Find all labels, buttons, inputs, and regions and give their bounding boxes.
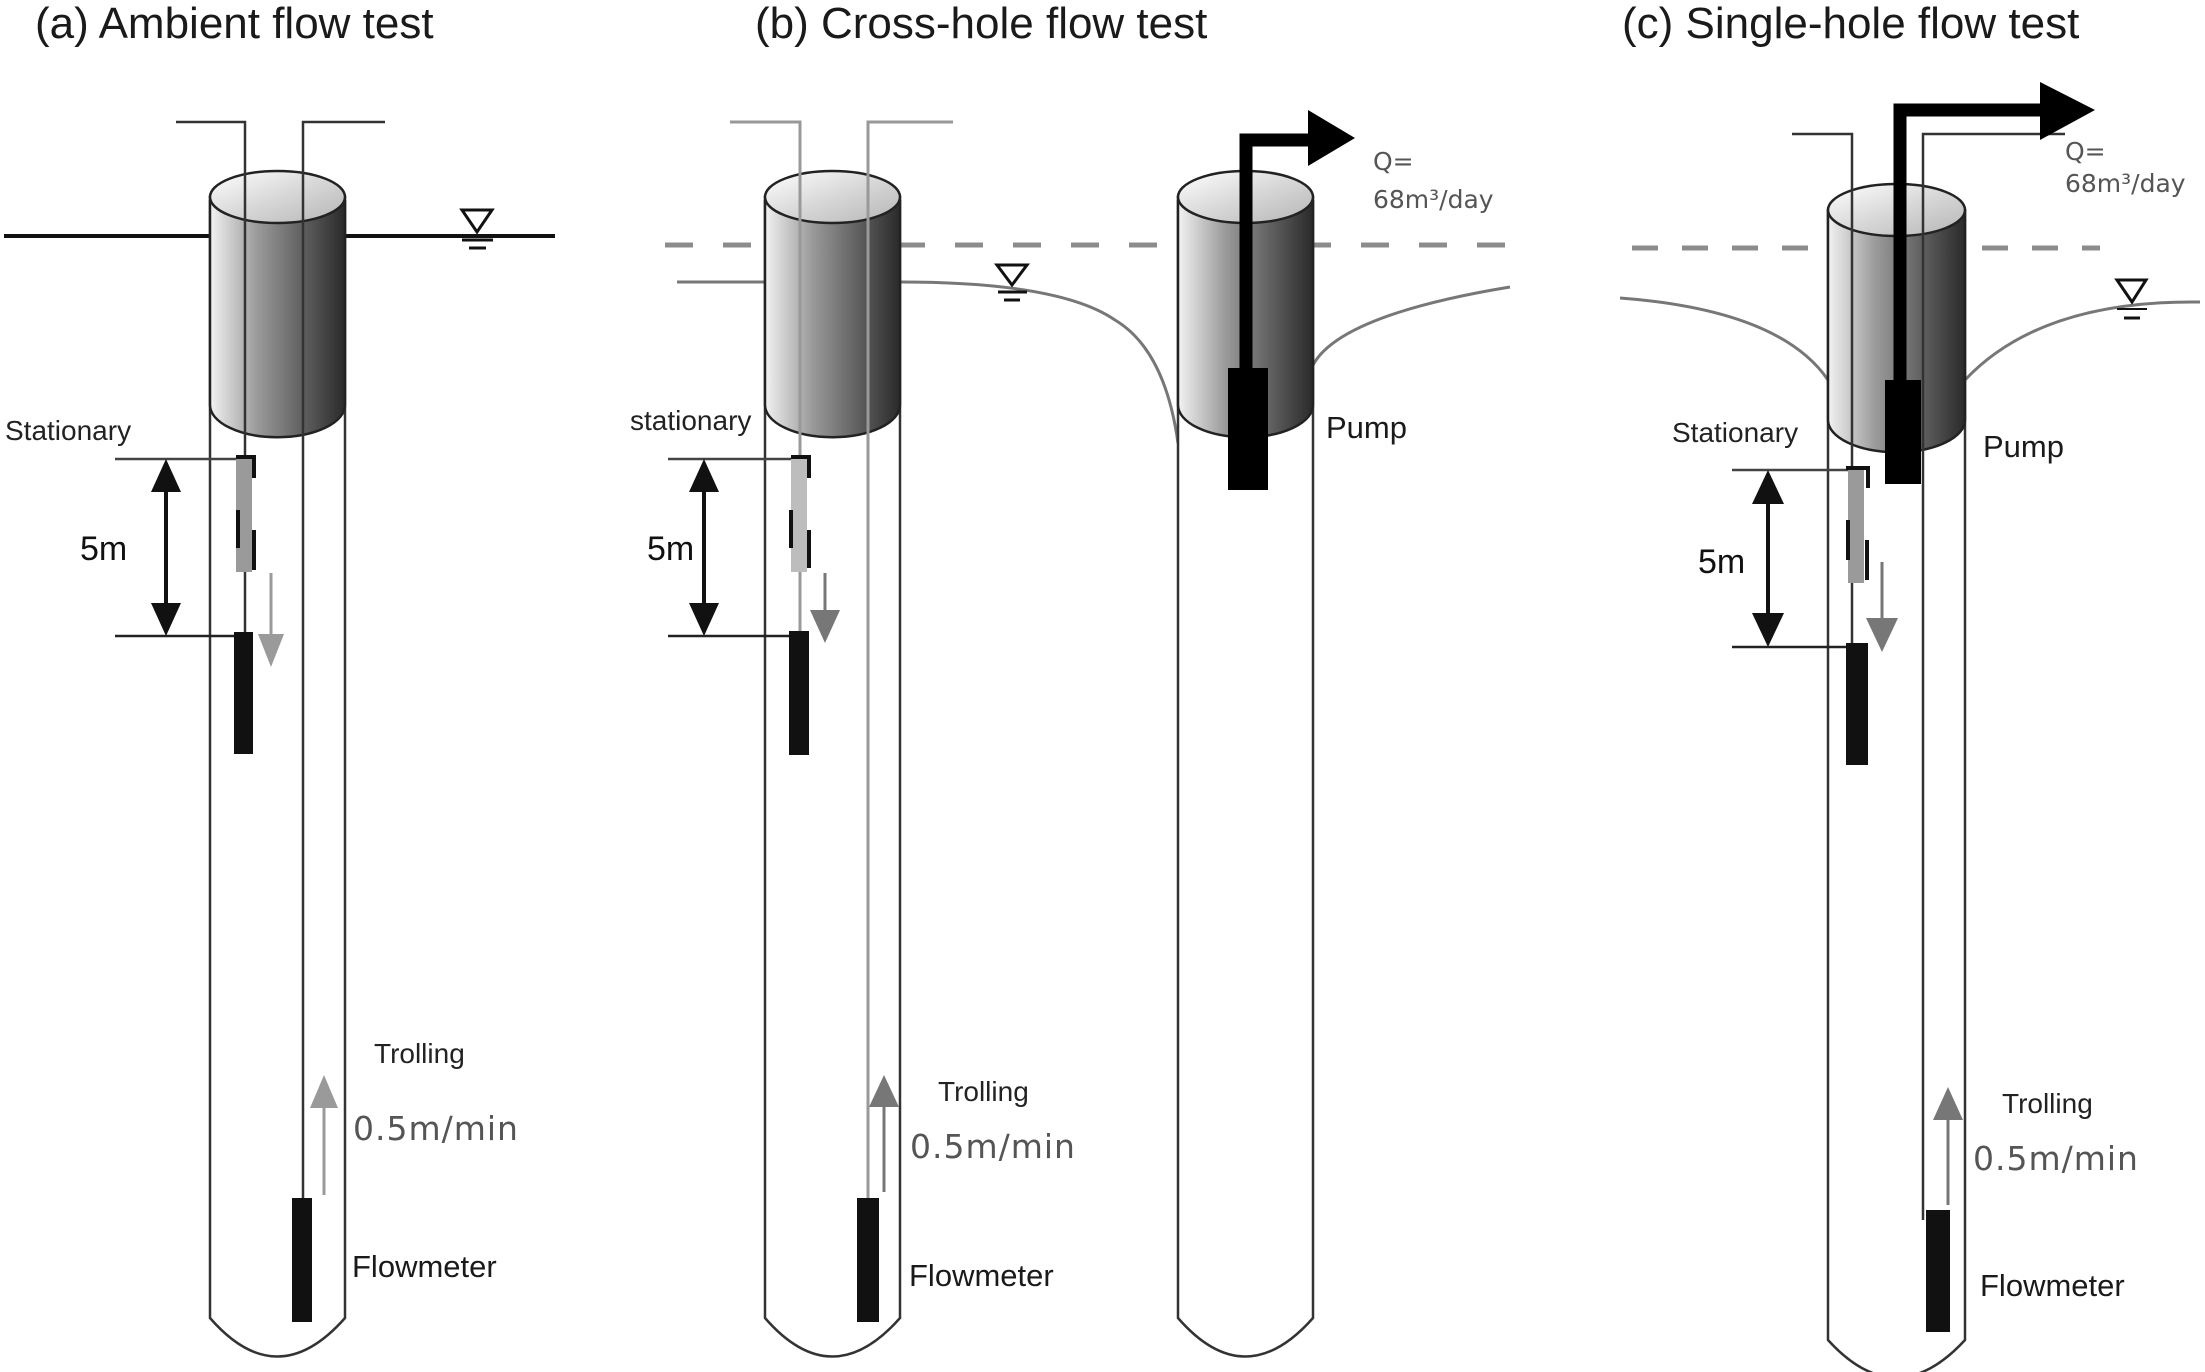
trolling-cable (301, 120, 385, 1200)
drawdown-curve (1311, 285, 1511, 366)
panel-a: (a) Ambient flow test Stationary 5m (4, 0, 555, 1358)
trolling-label: Trolling (2002, 1088, 2093, 1119)
panel-a-title: (a) Ambient flow test (35, 0, 434, 48)
pumping-borehole (1176, 200, 1315, 1358)
up-arrow-icon (310, 1075, 338, 1195)
stationary-flowmeter-probe (234, 632, 253, 754)
down-arrow-icon (258, 573, 284, 667)
stationary-label: stationary (630, 405, 751, 436)
distance-label: 5m (647, 530, 694, 568)
flowmeter-label: Flowmeter (352, 1249, 497, 1284)
down-arrow-icon (1866, 562, 1898, 652)
drawdown-curve (899, 280, 1180, 444)
drawdown-curve (1619, 296, 1830, 381)
trolling-speed-label: 0.5m/min (353, 1109, 519, 1148)
double-arrow-icon (151, 459, 181, 636)
trolling-label: Trolling (374, 1038, 465, 1069)
pump-icon (1885, 380, 1921, 484)
trolling-speed-label: 0.5m/min (1973, 1139, 2139, 1178)
stationary-probe-initial (789, 455, 811, 572)
up-arrow-icon (1933, 1087, 1963, 1205)
well-casing (208, 169, 347, 439)
discharge-rate-label: 68m³/day (1373, 185, 1494, 214)
double-arrow-icon (689, 459, 719, 636)
up-arrow-icon (869, 1075, 899, 1192)
discharge-arrow-icon (1239, 110, 1355, 370)
discharge-label-q: Q= (1373, 147, 1414, 176)
drawdown-curve (1963, 300, 2201, 382)
panel-b-title: (b) Cross-hole flow test (755, 0, 1207, 48)
discharge-rate-label: 68m³/day (2065, 169, 2186, 198)
discharge-label-q: Q= (2065, 137, 2106, 166)
pump-label: Pump (1326, 410, 1407, 445)
stationary-label: Stationary (5, 415, 131, 446)
down-arrow-icon (810, 573, 840, 643)
trolling-flowmeter-probe (1926, 1210, 1950, 1332)
pump-icon (1228, 368, 1268, 490)
discharge-arrow-icon (1893, 82, 2095, 385)
trolling-flowmeter-probe (857, 1198, 879, 1322)
water-table-icon (459, 208, 495, 250)
trolling-label: Trolling (938, 1076, 1029, 1107)
trolling-flowmeter-probe (292, 1198, 312, 1322)
double-arrow-icon (1752, 470, 1784, 647)
stationary-label: Stationary (1672, 417, 1798, 448)
panel-c: (c) Single-hole flow test Pump Q= 68m³/d… (1619, 0, 2201, 1372)
stationary-flowmeter-probe (1846, 643, 1868, 765)
observation-well-casing (763, 169, 902, 439)
trolling-cable (1921, 132, 2065, 1220)
distance-label: 5m (1698, 543, 1745, 581)
water-table-icon (2114, 278, 2149, 320)
stationary-flowmeter-probe (789, 631, 809, 755)
flowmeter-label: Flowmeter (1980, 1268, 2125, 1303)
trolling-speed-label: 0.5m/min (910, 1127, 1076, 1166)
stationary-probe-initial (236, 455, 256, 572)
flowmeter-label: Flowmeter (909, 1258, 1054, 1293)
panel-b: (b) Cross-hole flow test stationary 5m (630, 0, 1515, 1358)
water-table-icon (994, 263, 1030, 302)
pump-label: Pump (1983, 429, 2064, 464)
trolling-cable (866, 120, 953, 1200)
panel-c-title: (c) Single-hole flow test (1622, 0, 2079, 48)
stationary-probe-initial (1846, 466, 1870, 583)
distance-label: 5m (80, 530, 127, 568)
